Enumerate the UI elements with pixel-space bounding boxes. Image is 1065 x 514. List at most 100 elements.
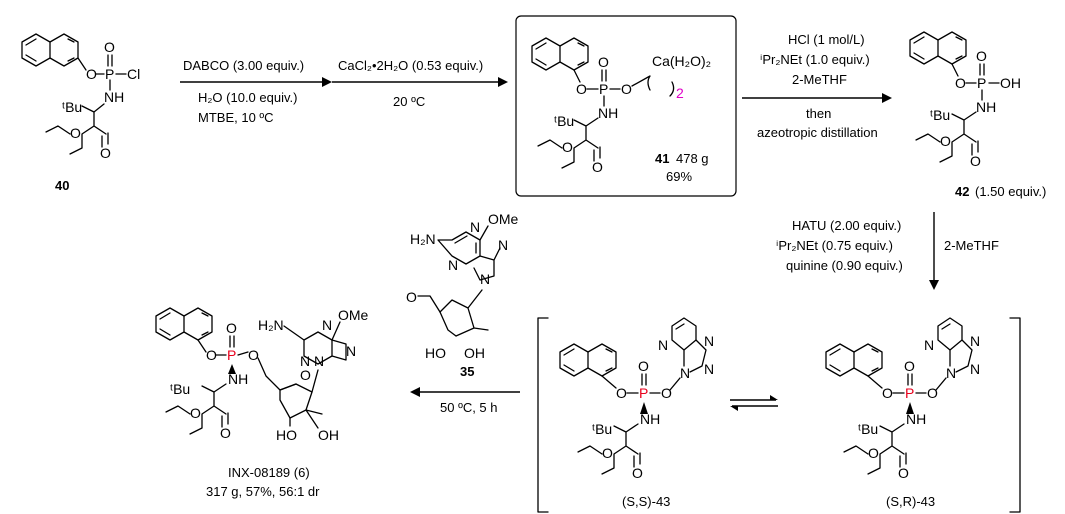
- atom-o: O: [632, 465, 643, 481]
- methoxy-group: OMe: [338, 307, 369, 323]
- reagent-base: ⁱPr₂NEt (1.0 equiv.): [760, 52, 870, 67]
- atom-o: O: [220, 425, 231, 441]
- atom-o: O: [955, 75, 966, 91]
- step-1: DABCO (3.00 equiv.) H₂O (10.0 equiv.) MT…: [180, 58, 332, 125]
- compound-ss-43: O P O O N N N N NH O ᵗBu O (S,S)-43: [559, 317, 714, 509]
- atom-n: N: [704, 361, 714, 377]
- compound-35: H₂N N N OMe N N O HO OH 35: [406, 211, 519, 379]
- compound-42: O P O OH NH O ᵗBu O 42 (1.50 equiv.): [909, 31, 1046, 199]
- compound-41-label: 41: [655, 151, 669, 166]
- atom-cl: Cl: [127, 66, 140, 82]
- atom-o: O: [868, 445, 879, 461]
- bracket-right: [1009, 317, 1021, 513]
- hydroxyl-group: OH: [318, 427, 339, 443]
- atom-n: N: [322, 317, 332, 333]
- atom-n-pyridine: N: [658, 337, 668, 353]
- atom-nh: NH: [228, 371, 248, 387]
- atom-o: O: [661, 385, 672, 401]
- atom-o-ring: O: [300, 367, 311, 383]
- step-3: HCl (1 mol/L) ⁱPr₂NEt (1.0 equiv.) 2-MeT…: [742, 32, 892, 140]
- reagent-hcl: HCl (1 mol/L): [788, 32, 865, 47]
- atom-o-double: O: [226, 320, 237, 336]
- atom-n: N: [704, 333, 714, 349]
- atom-n: N: [970, 333, 980, 349]
- step-4: HATU (2.00 equiv.) ⁱPr₂NEt (0.75 equiv.)…: [776, 212, 999, 290]
- atom-n-pyridine: N: [924, 337, 934, 353]
- atom-n: N: [946, 365, 956, 381]
- equilibrium-arrows: [730, 395, 778, 411]
- atom-p: P: [599, 81, 608, 97]
- compound-35-label: 35: [460, 364, 474, 379]
- workup-text: azeotropic distillation: [757, 125, 878, 140]
- compound-sr-43: O P O O N N N N NH O ᵗBu O (S,R)-43: [825, 317, 980, 509]
- atom-n: N: [680, 365, 690, 381]
- hydroxyl-group: OH: [464, 345, 485, 361]
- step-2: CaCl₂•2H₂O (0.53 equiv.) 20 ºC: [332, 58, 508, 109]
- calcium-group: Ca(H₂O)₂: [652, 53, 711, 69]
- hydroxyl-group: HO: [425, 345, 446, 361]
- atom-nh: NH: [640, 411, 660, 427]
- atom-n: N: [300, 353, 310, 369]
- atom-p: P: [105, 66, 114, 82]
- atom-n: N: [470, 219, 480, 235]
- atom-nh: NH: [906, 411, 926, 427]
- atom-o: O: [206, 347, 217, 363]
- tbu-group: ᵗBu: [592, 421, 612, 437]
- temperature: 20 ºC: [393, 94, 425, 109]
- tbu-group: ᵗBu: [858, 421, 878, 437]
- atom-o-double: O: [104, 39, 115, 55]
- atom-o: O: [562, 139, 573, 155]
- compound-41: O P O O Ca(H₂O)₂ 2 NH O ᵗBu O 41 478 g 6…: [515, 15, 737, 197]
- tbu-group: ᵗBu: [62, 99, 82, 115]
- stoichiometry-2: 2: [676, 85, 684, 101]
- atom-p-stereocenter: P: [905, 385, 914, 401]
- product-inx-08189: O P O O NH O ᵗBu O O HO OH N N N N H₂N O…: [155, 307, 369, 499]
- solvent: 2-MeTHF: [792, 72, 847, 87]
- conditions: 50 ºC, 5 h: [440, 400, 498, 415]
- atom-nh: NH: [598, 105, 618, 121]
- then-text: then: [806, 106, 831, 121]
- atom-o: O: [616, 385, 627, 401]
- reagent-cacl2: CaCl₂•2H₂O (0.53 equiv.): [338, 58, 483, 73]
- reagent-water: H₂O (10.0 equiv.): [198, 90, 297, 105]
- atom-o: O: [100, 145, 111, 161]
- atom-o: O: [927, 385, 938, 401]
- atom-o: O: [576, 81, 587, 97]
- compound-ss-43-label: (S,S)-43: [622, 494, 670, 509]
- tbu-group: ᵗBu: [170, 381, 190, 397]
- atom-o-double: O: [638, 358, 649, 374]
- atom-n-glycosidic: N: [314, 353, 324, 369]
- atom-o: O: [70, 125, 81, 141]
- compound-40: O P O Cl NH O ᵗBu O 40: [21, 33, 140, 193]
- atom-o: O: [940, 133, 951, 149]
- reagent-dabco: DABCO (3.00 equiv.): [183, 58, 304, 73]
- product-yield: 317 g, 57%, 56:1 dr: [206, 484, 320, 499]
- compound-40-label: 40: [55, 178, 69, 193]
- reagent-quinine: quinine (0.90 equiv.): [786, 258, 903, 273]
- compound-42-equiv: (1.50 equiv.): [975, 184, 1046, 199]
- atom-nh: NH: [104, 89, 124, 105]
- amino-group: H₂N: [258, 317, 284, 333]
- atom-o: O: [621, 81, 632, 97]
- atom-p: P: [977, 75, 986, 91]
- product-name: INX-08189 (6): [228, 465, 310, 480]
- solvent-temp: MTBE, 10 ºC: [198, 110, 274, 125]
- compound-41-yield: 69%: [666, 169, 692, 184]
- atom-o: O: [970, 153, 981, 169]
- atom-o: O: [882, 385, 893, 401]
- atom-n-glycosidic: N: [480, 271, 490, 287]
- atom-n: N: [498, 237, 508, 253]
- atom-o: O: [190, 405, 201, 421]
- atom-o: O: [592, 159, 603, 175]
- compound-42-label: 42: [955, 184, 969, 199]
- compound-41-mass: 478 g: [676, 151, 709, 166]
- atom-p-stereocenter: P: [639, 385, 648, 401]
- amino-group: H₂N: [410, 231, 436, 247]
- reagent-base: ⁱPr₂NEt (0.75 equiv.): [776, 238, 893, 253]
- atom-nh: NH: [976, 99, 996, 115]
- atom-n: N: [346, 343, 356, 359]
- tbu-group: ᵗBu: [554, 113, 574, 129]
- atom-o: O: [248, 347, 259, 363]
- atom-o: O: [602, 445, 613, 461]
